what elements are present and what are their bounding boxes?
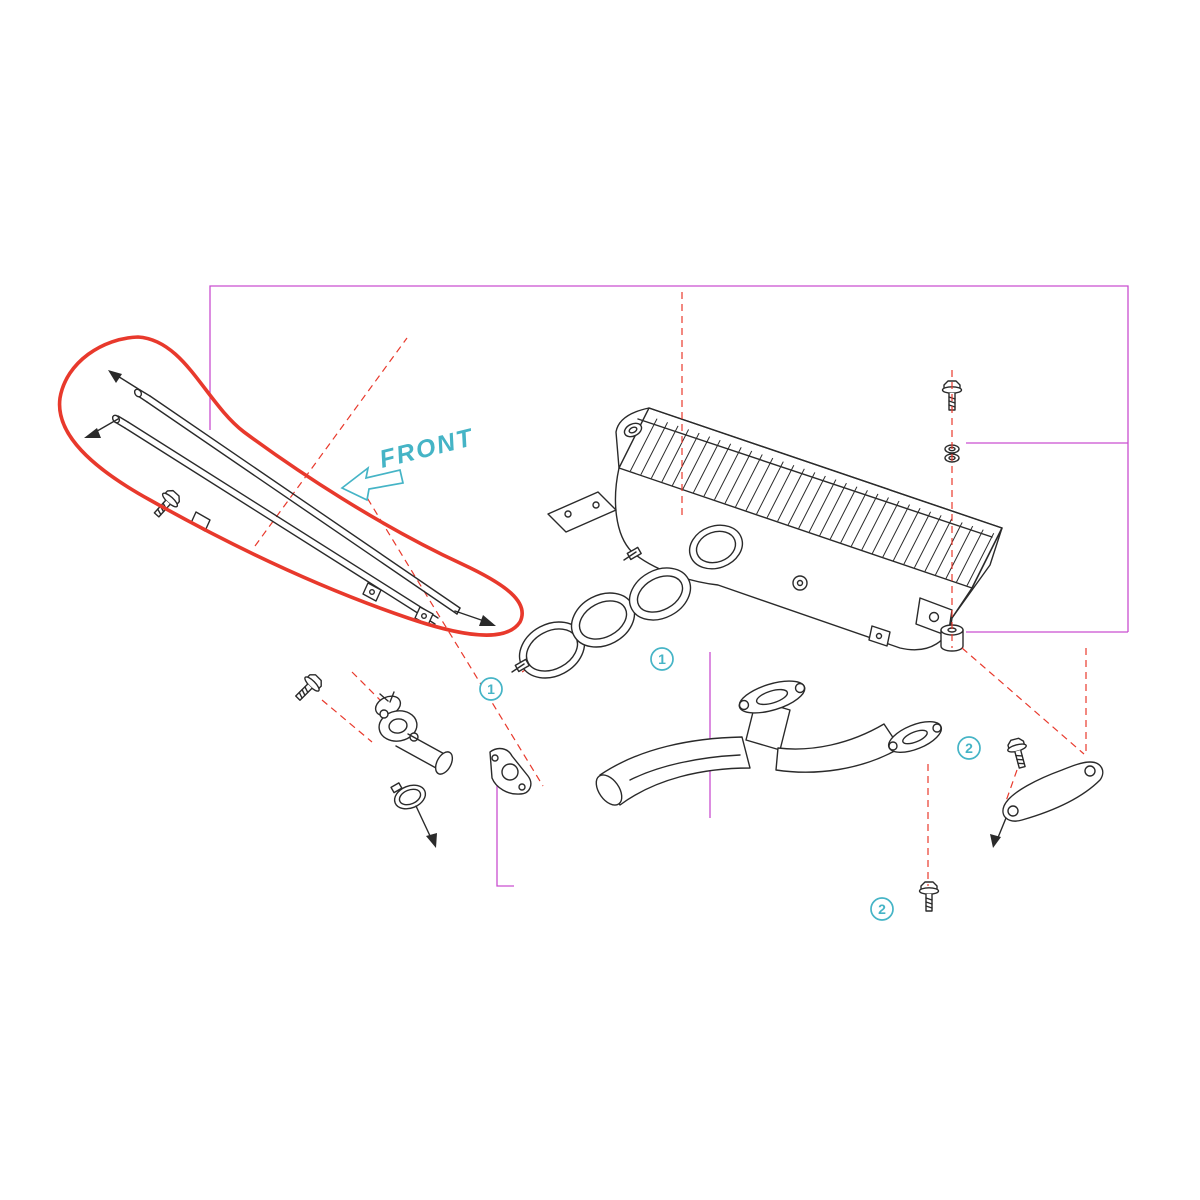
- front-arrow-icon: [340, 465, 405, 502]
- front-indicator: FRONT: [340, 423, 478, 502]
- svg-text:2: 2: [878, 901, 886, 917]
- intercooler-fin-core: [627, 418, 996, 586]
- mount-tab: [868, 625, 891, 647]
- flange-bolt: [1004, 736, 1033, 771]
- air-guide-pipe-assembly: [84, 370, 496, 626]
- duct-flange: [887, 721, 943, 753]
- direction-arrow: [108, 370, 122, 383]
- fasteners: [918, 380, 1033, 912]
- dashed-assembly-lines-over: [681, 292, 1087, 886]
- intercooler-inlet: [688, 524, 744, 570]
- hose-couplers: [511, 546, 692, 679]
- flange-bolt: [290, 670, 326, 706]
- hose-clamp: [390, 782, 427, 810]
- mounting-plate: [547, 491, 617, 533]
- svg-text:1: 1: [487, 681, 495, 697]
- svg-text:2: 2: [965, 740, 973, 756]
- intercooler-core-outline: [618, 407, 1003, 589]
- part-highlight-loop: [57, 335, 524, 637]
- pipe-end-cap: [133, 388, 143, 398]
- direction-arrow: [479, 615, 496, 626]
- bracket-stay: [990, 761, 1104, 848]
- callout-1-marker: 1: [479, 677, 503, 701]
- gasket-plate: [489, 747, 532, 795]
- leader-lines: [209, 285, 1129, 887]
- intercooler: [614, 407, 1003, 651]
- pipe-bracket: [362, 582, 382, 602]
- hose-clamp: [623, 546, 692, 621]
- water-outlet-assembly: [290, 670, 532, 848]
- front-label: FRONT: [377, 423, 478, 474]
- hose-coupler: [570, 592, 636, 648]
- callout-2-marker: 2: [957, 736, 981, 760]
- duct-opening: [595, 774, 623, 806]
- direction-arrow: [990, 834, 1001, 848]
- drain-boss: [792, 575, 808, 591]
- end-tank-opening: [623, 422, 643, 438]
- water-neck: [378, 709, 454, 775]
- direction-arrow: [84, 428, 101, 438]
- svg-text:1: 1: [658, 651, 666, 667]
- callout-markers: 1 1 2 2: [479, 647, 981, 921]
- callout-2-marker: 2: [870, 897, 894, 921]
- direction-arrow: [426, 833, 437, 848]
- callout-1-marker: 1: [650, 647, 674, 671]
- flange-bolt: [918, 881, 940, 912]
- y-pipe-duct: [595, 680, 943, 806]
- duct-flange: [738, 680, 806, 714]
